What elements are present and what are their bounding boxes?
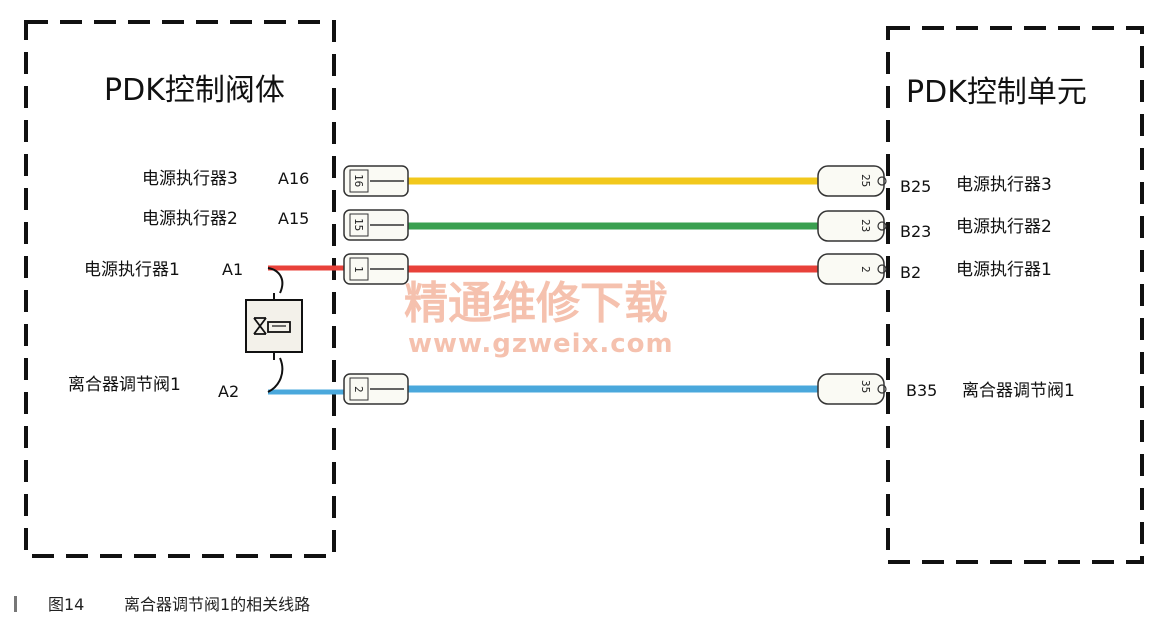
left-connector-1: 16 <box>343 165 409 197</box>
left-connector-3: 1 <box>343 253 409 285</box>
left-pin-label-2: 电源执行器2 <box>142 209 238 229</box>
right-connector-number-3: 2 <box>859 266 872 273</box>
right-pin-label-3: 电源执行器1 <box>956 260 1052 280</box>
right-connector-number-2: 23 <box>859 219 872 232</box>
right-connector-number-1: 25 <box>859 174 872 187</box>
right-connector-1: 25 <box>817 165 887 197</box>
right-connector-4: 35 <box>817 373 887 405</box>
left-connector-4: 2 <box>343 373 409 405</box>
caption-marker <box>14 596 17 612</box>
left-connector-number-1: 16 <box>352 174 365 187</box>
caption-text: 离合器调节阀1的相关线路 <box>124 595 310 614</box>
left-pin-label-3: 电源执行器1 <box>84 260 180 280</box>
left-connector-number-4: 2 <box>352 386 365 393</box>
watermark-url: www.gzweix.com <box>408 329 674 359</box>
right-module-box <box>886 26 1144 564</box>
left-module-box <box>24 20 336 558</box>
left-connector-2: 15 <box>343 209 409 241</box>
left-pin-label-4: 离合器调节阀1 <box>68 375 181 395</box>
right-pin-label-4: 离合器调节阀1 <box>962 381 1075 401</box>
right-pin-code-4: B35 <box>906 381 937 400</box>
left-pin-code-4: A2 <box>218 382 239 401</box>
left-connector-number-3: 1 <box>352 266 365 273</box>
left-pin-label-1: 电源执行器3 <box>142 169 238 189</box>
right-module-title: PDK控制单元 <box>906 75 1087 110</box>
left-module-title: PDK控制阀体 <box>104 73 285 108</box>
right-pin-code-1: B25 <box>900 177 931 196</box>
right-connector-3: 2 <box>817 253 887 285</box>
right-pin-code-3: B2 <box>900 263 921 282</box>
left-pin-code-3: A1 <box>222 260 243 279</box>
left-pin-code-2: A15 <box>278 209 309 228</box>
left-connector-number-2: 15 <box>352 218 365 231</box>
clutch-valve-symbol <box>245 267 303 393</box>
caption-figure: 图14 <box>48 595 84 614</box>
right-pin-label-1: 电源执行器3 <box>956 175 1052 195</box>
right-pin-code-2: B23 <box>900 222 931 241</box>
right-connector-number-4: 35 <box>859 380 872 393</box>
watermark-text: 精通维修下载 <box>404 278 668 329</box>
right-connector-2: 23 <box>817 210 887 242</box>
right-pin-label-2: 电源执行器2 <box>956 217 1052 237</box>
left-pin-code-1: A16 <box>278 169 309 188</box>
